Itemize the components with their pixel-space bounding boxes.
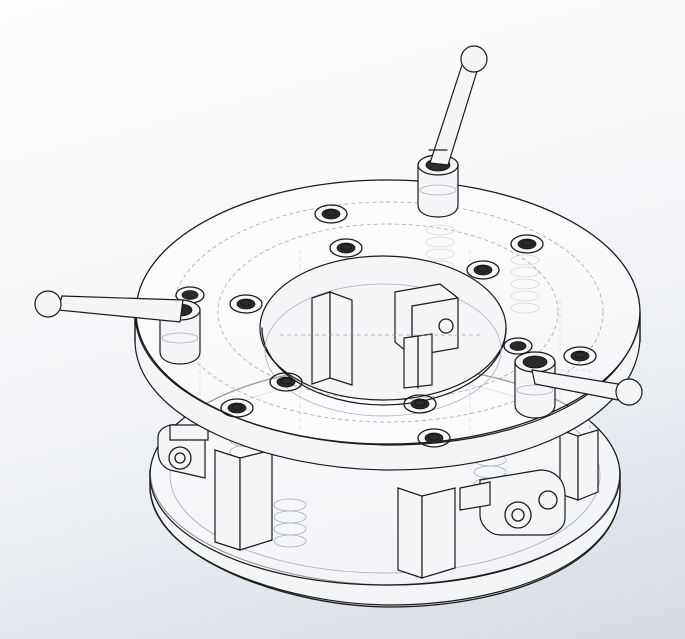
handle-knob-left (34, 290, 62, 318)
bolt-8 (403, 394, 437, 414)
bolt-6 (269, 372, 303, 392)
bolt-3 (510, 234, 544, 254)
spring-stack-front-left (273, 498, 307, 548)
support-post-front-center (397, 487, 456, 579)
bolt-11 (503, 337, 533, 355)
clevis-link-right (459, 469, 566, 536)
support-posts (214, 429, 599, 579)
clamp-handle-right[interactable] (514, 351, 643, 419)
bolt-4 (466, 260, 500, 280)
bolt-7 (220, 398, 254, 418)
clamp-handle-rear[interactable] (417, 45, 488, 218)
clamp-block (394, 283, 459, 389)
bolt-5 (229, 294, 263, 314)
bolt-9 (417, 428, 451, 448)
center-bore (259, 255, 507, 401)
support-post-front-left (214, 449, 273, 551)
handle-knob-rear (460, 45, 488, 73)
bolt-1 (314, 204, 348, 224)
handle-knob-right (615, 378, 643, 406)
clevis-link-left (157, 424, 209, 479)
clamp-handle-left[interactable] (34, 290, 201, 365)
bolt-10 (563, 346, 597, 366)
top-ring-plate (134, 179, 641, 471)
bolt-2 (329, 238, 363, 258)
support-post-right (559, 429, 599, 501)
counterbore-bolts (175, 204, 597, 448)
bore-internals (280, 283, 480, 389)
